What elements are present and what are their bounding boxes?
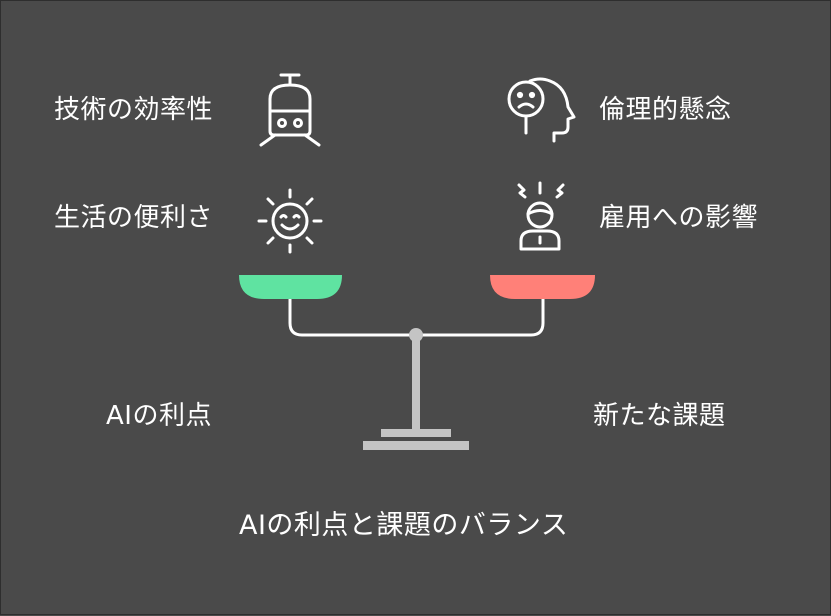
benefit-tech-efficiency-label: 技術の効率性 — [54, 95, 214, 125]
right-pan-label: 新たな課題 — [593, 401, 726, 431]
challenge-ethics-label: 倫理的懸念 — [599, 95, 732, 125]
stressed-worker-icon — [517, 181, 565, 251]
thinking-head-icon — [507, 77, 576, 143]
train-icon — [259, 73, 321, 147]
benefit-convenience-label: 生活の便利さ — [54, 203, 214, 233]
right-pan — [490, 275, 595, 299]
challenge-employment-label: 雇用への影響 — [599, 203, 759, 233]
left-pan-label: AIの利点 — [106, 401, 212, 431]
smiling-sun-icon — [257, 188, 323, 254]
base-top — [381, 429, 451, 437]
pivot-knob — [409, 328, 423, 342]
scale-post — [412, 339, 420, 431]
left-pan — [239, 275, 342, 299]
diagram-caption: AIの利点と課題のバランス — [239, 510, 569, 541]
base-bottom — [363, 441, 469, 450]
